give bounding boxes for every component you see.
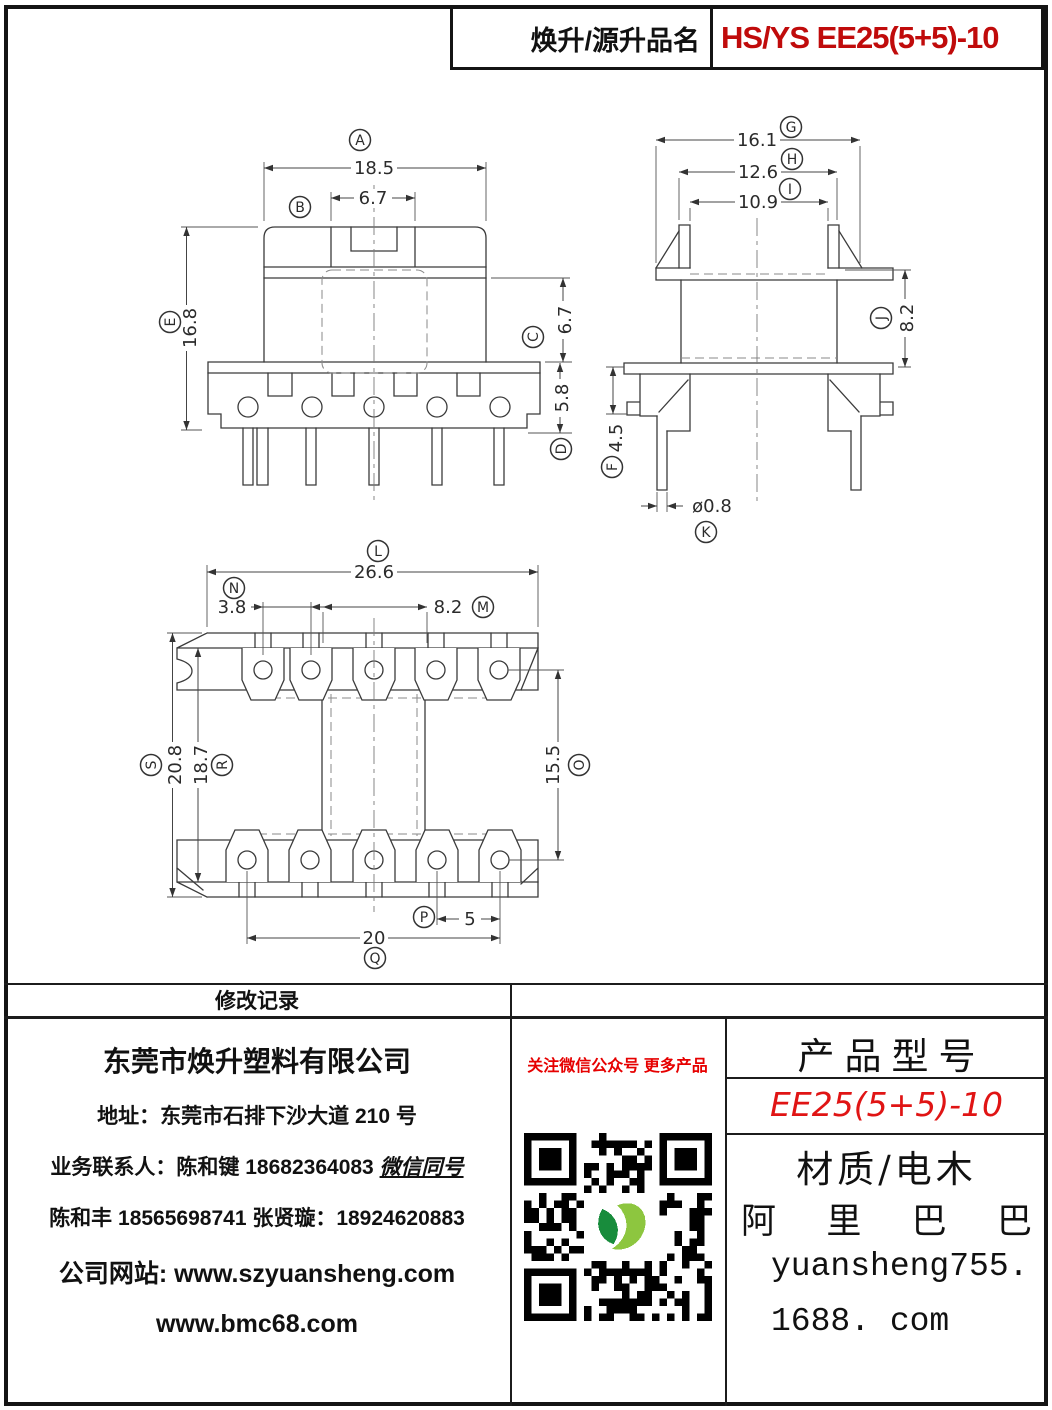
dim-d-value: 5.8 [552,384,573,413]
dim-a-label: A [355,133,365,149]
side-pins [656,415,862,491]
dim-e-label: E [163,318,179,327]
store-url-line-2[interactable]: 1688. com [771,1303,950,1340]
company-name: 东莞市焕升塑料有限公司 [102,1046,411,1077]
dim-j-label: J [874,316,890,321]
dim-g-value: 16.1 [737,130,777,151]
side-view: 16.1 G 12.6 H 10.9 I 8.2 J [600,115,918,544]
dim-l-label: L [374,544,382,560]
wechat-same-number: 微信同号 [379,1156,464,1179]
dim-q-label: Q [369,951,380,967]
dim-n-value: 3.8 [218,597,247,618]
contact-1-text: 业务联系人：陈和键 18682364083 [50,1156,380,1179]
dim-c-label: C [526,332,542,342]
dim-h-value: 12.6 [738,162,778,183]
dim-b-value: 6.7 [359,188,388,209]
table-top-rule [4,983,1048,985]
page-border-frame [4,5,1048,1406]
dim-m-label: M [477,600,489,616]
dim-f-label: F [605,463,621,471]
dim-s-label: S [144,760,160,769]
wechat-follow-caption: 关注微信公众号 更多产品 [527,1058,708,1075]
wechat-qr-code [524,1133,712,1321]
company-contact-1: 业务联系人：陈和键 18682364083 微信同号 [4,1151,510,1181]
dim-s-value: 20.8 [165,745,186,785]
dim-p-value: 5 [464,909,475,930]
dim-r-label: R [215,760,231,770]
dim-i-value: 10.9 [738,192,778,213]
table-mid-rule [4,1016,1048,1019]
product-material: 材质/电木 [796,1148,977,1191]
dim-l-value: 26.6 [354,562,394,583]
front-view: 18.5 A 6.7 B 16.8 E 6.7 C [158,128,576,500]
dim-b-label: B [295,200,305,216]
company-contact-2: 陈和丰 18565698741 张贤璇：18924620883 [49,1207,465,1230]
product-model-value: EE25(5+5)-10 [770,1085,1003,1124]
bottom-view: 26.6 L 3.8 N 8.2 M 20.8 S [139,539,591,970]
product-code: HS/YS EE25(5+5)-10 [710,9,1041,67]
store-url-line-1[interactable]: yuansheng755. [771,1248,1029,1285]
dim-r-value: 18.7 [191,745,212,785]
dim-c-value: 6.7 [555,306,576,335]
dim-a-value: 18.5 [354,158,394,179]
dim-n-label: N [229,581,239,597]
product-model-heading: 产品型号 [797,1035,986,1078]
company-website-1[interactable]: 公司网站: www.szyuansheng.com [58,1260,456,1288]
dim-o-value: 15.5 [543,745,564,785]
table-vline-left [510,983,512,1406]
dim-d-label: D [554,444,570,455]
product-name-label: 焕升/源升品名 [530,25,700,56]
revision-record-label: 修改记录 [215,990,299,1013]
dim-k-label: K [701,525,711,541]
company-website-2[interactable]: www.bmc68.com [156,1310,358,1338]
table-vline-right [725,1019,727,1406]
dim-f-value: 4.5 [606,424,627,453]
dim-i-label: I [788,182,792,198]
dim-p-label: P [420,910,428,926]
company-address: 地址：东莞市石排下沙大道 210 号 [97,1105,417,1128]
dim-m-value: 8.2 [434,597,463,618]
dim-g-label: G [786,120,797,136]
product-row-rule-1 [727,1077,1044,1079]
dim-j-value: 8.2 [897,304,918,333]
title-block: 焕升/源升品名 HS/YS EE25(5+5)-10 [450,9,1044,70]
dim-q-value: 20 [363,928,386,949]
dim-o-label: O [572,759,588,770]
technical-drawing: 18.5 A 6.7 B 16.8 E 6.7 C [139,115,918,970]
dim-k-value: ø0.8 [692,496,732,517]
dim-e-value: 16.8 [180,308,201,348]
dim-h-label: H [787,152,798,168]
alibaba-label: 阿里巴巴 [741,1202,1032,1242]
product-row-rule-2 [727,1133,1044,1135]
front-pins [242,427,505,486]
